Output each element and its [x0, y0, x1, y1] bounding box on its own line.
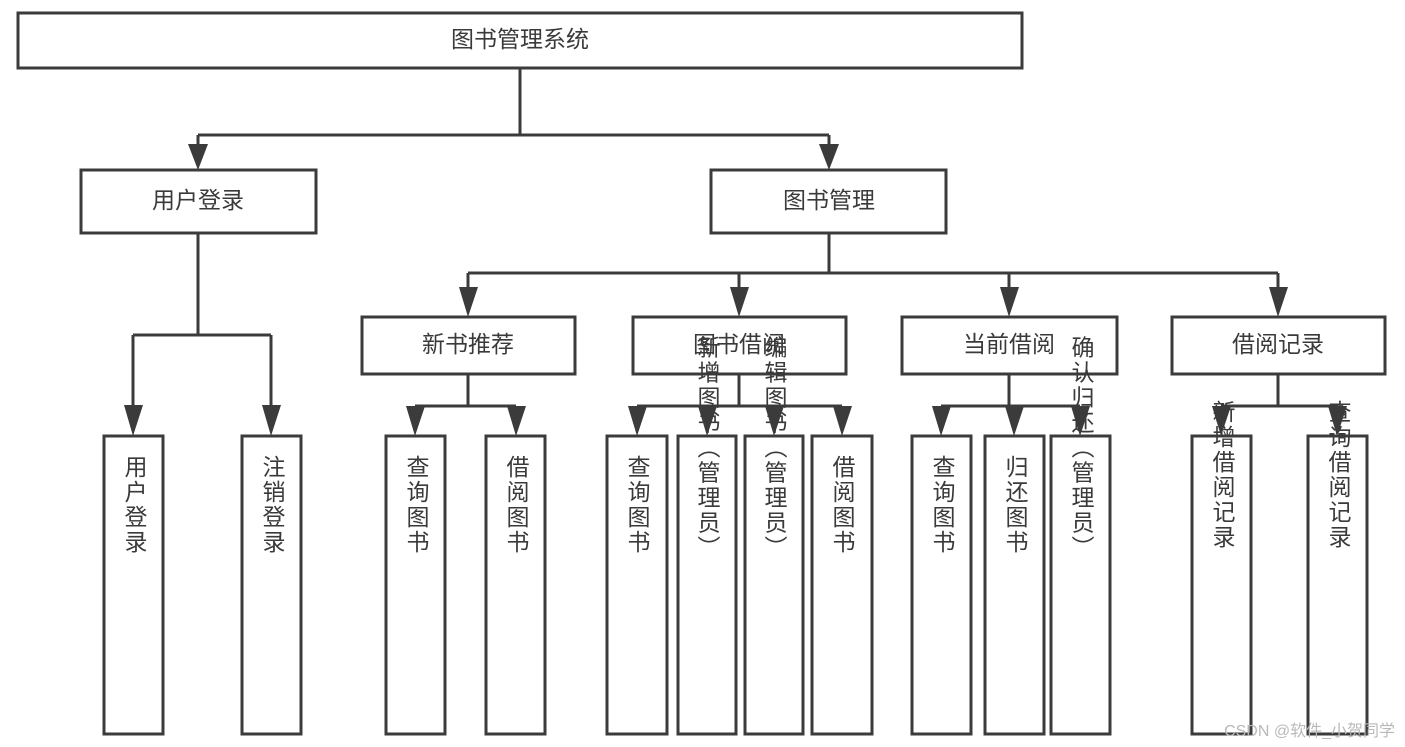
arrow-head-new-book-recommend: [459, 287, 478, 317]
node-leaf-borrow-book-box[interactable]: [810, 434, 874, 736]
connector-group-root: [188, 68, 839, 170]
node-user-login[interactable]: 用户登录: [79, 168, 318, 235]
node-book-borrow-label: 图书借阅: [693, 331, 785, 357]
node-user-login-label: 用户登录: [152, 187, 244, 213]
arrow-head-borrow-record: [1269, 287, 1288, 317]
connector-group-new-book-recommend: [406, 374, 526, 436]
node-leaf-query-book-recommend-label: 查询图书: [403, 455, 430, 555]
node-current-borrow[interactable]: 当前借阅: [900, 315, 1119, 376]
arrow-head-leaf-user-logout: [262, 405, 281, 436]
node-leaf-return-book[interactable]: 归还图书: [983, 434, 1046, 736]
node-leaf-return-book-box[interactable]: [983, 434, 1046, 736]
node-leaf-borrow-book-label: 借阅图书: [829, 455, 856, 555]
node-leaf-borrow-book[interactable]: 借阅图书: [810, 434, 874, 736]
connector-group-user-login: [124, 233, 281, 436]
node-leaf-query-borrow-record-label: 查询借阅记录: [1325, 400, 1352, 550]
node-new-book-recommend-label: 新书推荐: [422, 331, 514, 357]
node-leaf-query-book-borrow-box[interactable]: [605, 434, 669, 736]
node-leaf-user-login[interactable]: 用户登录: [102, 434, 165, 736]
node-leaf-query-book-current-label: 查询图书: [929, 455, 956, 555]
connector-group-book-borrow: [628, 374, 852, 436]
arrow-head-current-borrow: [1000, 287, 1019, 317]
node-leaf-add-borrow-record-box[interactable]: [1190, 434, 1253, 736]
node-leaf-query-book-recommend[interactable]: 查询图书: [384, 434, 447, 736]
arrow-head-leaf-query-book-borrow: [628, 406, 647, 436]
node-leaf-query-book-borrow[interactable]: 查询图书: [605, 434, 669, 736]
node-leaf-query-borrow-record-box[interactable]: [1306, 434, 1369, 736]
node-book-borrow-box[interactable]: [631, 315, 848, 376]
node-leaf-edit-book-admin-box[interactable]: [743, 434, 805, 736]
arrow-head-leaf-user-login: [124, 405, 143, 436]
node-leaf-edit-book-admin-label: 编辑图书（管理员）: [761, 336, 788, 561]
node-leaf-user-logout[interactable]: 注销登录: [240, 434, 303, 736]
node-leaf-add-book-admin-label: 新增图书（管理员）: [694, 336, 721, 561]
node-current-borrow-label: 当前借阅: [963, 331, 1055, 357]
node-new-book-recommend[interactable]: 新书推荐: [360, 315, 577, 376]
node-leaf-query-book-recommend-box[interactable]: [384, 434, 447, 736]
node-root-label: 图书管理系统: [451, 26, 589, 52]
node-borrow-record[interactable]: 借阅记录: [1170, 315, 1387, 376]
arrow-head-leaf-query-borrow-record: [1328, 406, 1347, 436]
node-leaf-query-book-borrow-label: 查询图书: [624, 455, 651, 555]
arrow-head-leaf-query-book-recommend: [406, 406, 425, 436]
arrow-head-leaf-confirm-return-admin: [1071, 406, 1090, 436]
connector-group-borrow-record: [1212, 374, 1347, 436]
node-book-borrow[interactable]: 图书借阅: [631, 315, 848, 376]
node-new-book-recommend-box[interactable]: [360, 315, 577, 376]
node-leaf-confirm-return-admin-box[interactable]: [1049, 434, 1112, 736]
node-book-manage-box[interactable]: [709, 168, 948, 235]
node-user-login-box[interactable]: [79, 168, 318, 235]
arrow-head-leaf-add-book-admin: [698, 406, 717, 436]
node-leaf-query-borrow-record[interactable]: 查询借阅记录: [1306, 400, 1369, 736]
node-borrow-record-label: 借阅记录: [1232, 331, 1324, 357]
node-leaf-user-login-label: 用户登录: [121, 455, 148, 555]
node-leaf-edit-book-admin[interactable]: 编辑图书（管理员）: [743, 336, 805, 736]
node-leaf-add-book-admin-box[interactable]: [676, 434, 738, 736]
arrow-head-book-borrow: [730, 287, 749, 317]
arrow-head-leaf-query-book-current: [932, 406, 951, 436]
connector-group-current-borrow: [932, 374, 1090, 436]
arrow-head-book-manage: [819, 144, 839, 170]
node-leaf-user-logout-label: 注销登录: [259, 455, 286, 555]
node-leaf-add-borrow-record-label: 新增借阅记录: [1209, 400, 1236, 550]
node-borrow-record-box[interactable]: [1170, 315, 1387, 376]
node-leaf-user-logout-box[interactable]: [240, 434, 303, 736]
node-leaf-query-book-current-box[interactable]: [910, 434, 973, 736]
arrow-head-user-login: [188, 144, 208, 170]
node-leaf-borrow-book-recommend-label: 借阅图书: [503, 455, 530, 555]
node-leaf-add-book-admin[interactable]: 新增图书（管理员）: [676, 336, 738, 736]
arrow-head-leaf-return-book: [1005, 406, 1024, 436]
node-leaf-borrow-book-recommend[interactable]: 借阅图书: [484, 434, 547, 736]
node-root[interactable]: 图书管理系统: [16, 11, 1024, 70]
arrow-head-leaf-add-borrow-record: [1212, 406, 1231, 436]
arrow-head-leaf-borrow-book: [833, 406, 852, 436]
node-book-manage-label: 图书管理: [783, 187, 875, 213]
node-leaf-confirm-return-admin[interactable]: 确认归还（管理员）: [1049, 336, 1112, 736]
node-current-borrow-box[interactable]: [900, 315, 1119, 376]
node-leaf-confirm-return-admin-label: 确认归还（管理员）: [1068, 336, 1095, 561]
node-leaf-user-login-box[interactable]: [102, 434, 165, 736]
arrow-head-leaf-borrow-book-recommend: [507, 406, 526, 436]
node-leaf-query-book-current[interactable]: 查询图书: [910, 434, 973, 736]
node-book-manage[interactable]: 图书管理: [709, 168, 948, 235]
node-leaf-borrow-book-recommend-box[interactable]: [484, 434, 547, 736]
node-leaf-add-borrow-record[interactable]: 新增借阅记录: [1190, 400, 1253, 736]
node-leaf-return-book-label: 归还图书: [1002, 455, 1029, 555]
node-root-box[interactable]: [16, 11, 1024, 70]
arrow-head-leaf-edit-book-admin: [765, 406, 784, 436]
connector-group-book-manage: [459, 233, 1288, 317]
